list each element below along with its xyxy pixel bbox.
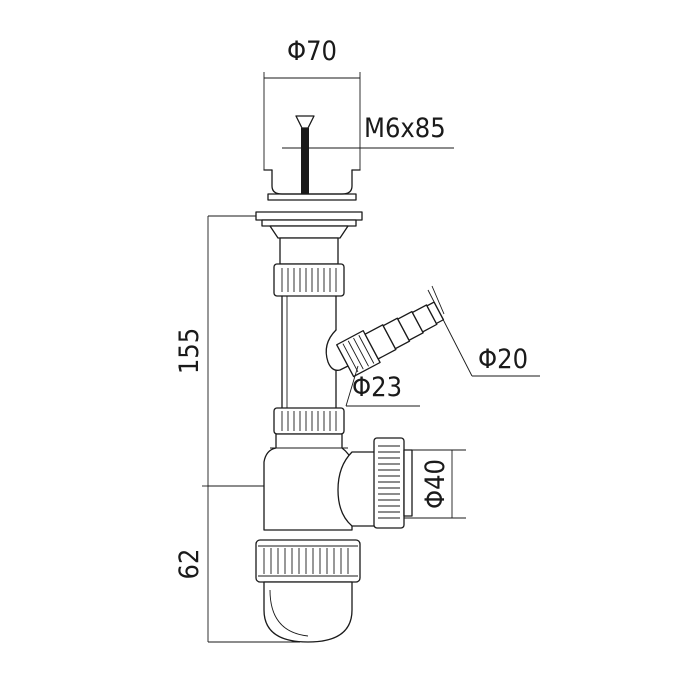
drain-flange xyxy=(255,211,363,265)
upper-nut xyxy=(273,263,345,297)
ext-phi20 xyxy=(431,285,445,315)
leader-phi23-a xyxy=(345,365,359,407)
siphon-bowl-upper xyxy=(263,433,353,531)
label-height-62: 62 xyxy=(174,549,205,580)
bottom-cup xyxy=(255,539,361,643)
cup-bottom xyxy=(271,169,353,195)
bottom-nut-ribs xyxy=(263,548,349,574)
bottom-bowl xyxy=(263,581,353,643)
outlet-stub xyxy=(337,451,377,527)
siphon-body: Φ40 xyxy=(263,433,466,531)
flange-plate xyxy=(255,211,363,221)
vertical-pipe xyxy=(281,295,337,409)
middle-nut xyxy=(273,407,345,435)
bottom-bowl-highlight xyxy=(269,589,309,637)
label-height-155: 155 xyxy=(174,328,205,374)
screw-shank xyxy=(301,128,309,194)
outlet-pipe-end xyxy=(403,449,413,517)
leader-phi20-a xyxy=(427,289,473,377)
middle-nut-ribs xyxy=(281,411,337,431)
label-diameter-40: Φ40 xyxy=(420,459,451,509)
label-diameter-20: Φ20 xyxy=(478,344,528,375)
strainer-cup: Φ70 M6x85 xyxy=(263,36,454,201)
label-diameter-23: Φ23 xyxy=(352,372,402,403)
branch-connector xyxy=(336,301,445,378)
overflow-branch: Φ20 Φ23 xyxy=(325,285,540,407)
upper-nut-body xyxy=(273,263,345,297)
cup-rim xyxy=(267,193,357,201)
flange-gasket xyxy=(261,219,357,227)
vertical-dimensions: 155 62 xyxy=(174,215,300,643)
upper-nut-ribs xyxy=(281,268,337,292)
label-diameter-top: Φ70 xyxy=(287,36,337,67)
label-screw: M6x85 xyxy=(364,113,446,144)
drain-throat xyxy=(279,237,339,265)
middle-nut-body xyxy=(273,407,345,435)
screw-head xyxy=(295,115,315,129)
outlet-nut xyxy=(373,437,405,529)
flange-cone xyxy=(269,225,349,239)
outlet-nut-ribs xyxy=(378,445,400,519)
